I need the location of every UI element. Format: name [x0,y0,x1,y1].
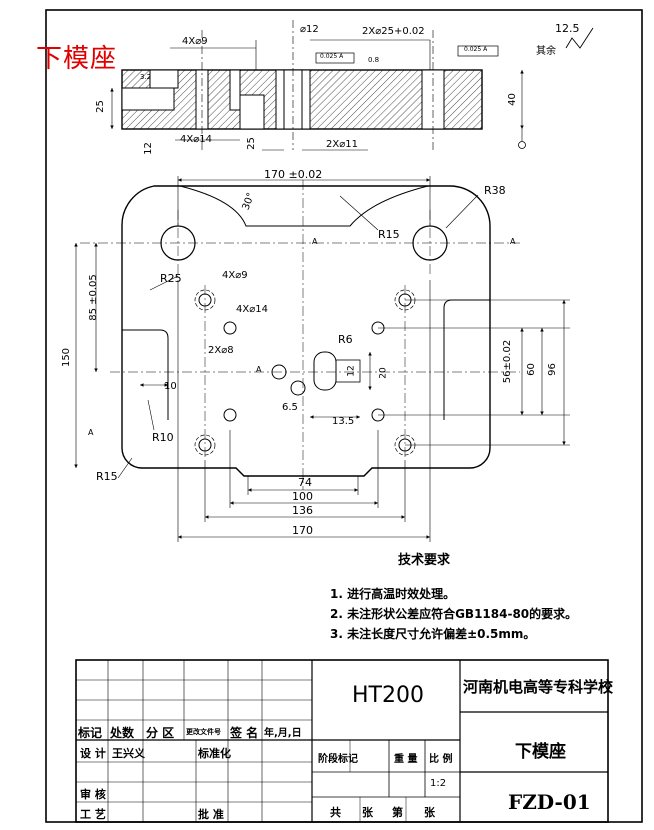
label-2x11: 2X⌀11 [326,139,358,150]
material: HT200 [352,683,424,708]
section-view [110,20,594,151]
cell-standardize: 标准化 [198,747,231,760]
radius-r10: R10 [152,431,174,444]
cell-design: 设 计 [80,747,106,760]
cell-designer: 王兴义 [112,747,145,760]
part-name: 下模座 [515,742,566,762]
title-block-grid [75,659,609,823]
dim-96: 96 [546,363,558,376]
requirement-2: 2. 未注形状公差应符合GB1184-80的要求。 [330,607,578,621]
datum-a-4: A [88,428,94,437]
label-dim-12: 12 [142,142,154,155]
roughness-08: 0.8 [368,56,380,64]
dim-6-5: 6.5 [282,402,298,413]
cell-signature: 签 名 [230,726,259,740]
cell-mark: 标记 [78,726,103,740]
label-2x25: 2X⌀25+0.02 [362,26,425,37]
cell-sheet: 张 [424,806,435,819]
dim-74: 74 [298,476,312,489]
requirement-1: 1. 进行高温时效处理。 [330,587,456,601]
dim-20: 20 [378,367,389,379]
dim-136: 136 [292,504,313,517]
dim-12-plan: 12 [346,365,357,377]
label-4x14-plan: 4X⌀14 [236,304,268,315]
label-dim-40: 40 [506,93,518,106]
roughness-note: 其余 [536,46,556,57]
cell-stage-mark: 阶段标记 [318,754,358,765]
requirements-title: 技术要求 [398,553,451,568]
tolerance-frame-2: 0.025 A [464,46,488,53]
cell-sheets: 张 [362,806,373,819]
dim-100: 100 [292,490,313,503]
label-dim-25: 25 [94,100,106,113]
cell-zone: 分 区 [146,726,175,740]
radius-r25: R25 [160,272,182,285]
cell-total: 共 [330,806,341,819]
label-2x8: 2X⌀8 [208,345,234,356]
label-4x14-bottom: 4X⌀14 [180,134,212,145]
radius-r15-top: R15 [378,228,400,241]
dim-10: 10 [164,381,177,392]
dim-13-5: 13.5 [332,416,355,427]
tolerance-frame-1: 0.025 A [320,53,344,60]
radius-r15-bottom: R15 [96,470,118,483]
datum-a-2: A [510,237,516,246]
plan-view [74,176,570,542]
scale-value: 1:2 [430,778,447,789]
cell-change-doc: 更改文件号 [186,728,221,736]
dim-60: 60 [525,363,537,376]
label-4x9-top: 4X⌀9 [182,36,208,47]
cell-review: 审 核 [80,788,106,801]
radius-r6: R6 [338,333,353,346]
label-4x9-plan: 4X⌀9 [222,270,248,281]
dim-170-top: 170 ±0.02 [264,168,323,181]
dim-170-bottom: 170 [292,524,313,537]
roughness-32: 3.2 [140,73,152,81]
school-name: 河南机电高等专科学校 [463,678,614,696]
dim-85: 85 ±0.05 [87,274,99,321]
cell-process: 工 艺 [80,808,106,821]
drawing-title-red: 下模座 [36,44,118,74]
dim-56: 56±0.02 [502,339,514,384]
datum-a-3: A [256,365,262,374]
dim-150: 150 [61,347,73,368]
cell-date: 年,月,日 [264,728,302,739]
roughness-value: 12.5 [555,22,580,35]
cell-sheet-no: 第 [392,806,403,819]
cell-approve: 批 准 [198,808,224,821]
cell-ratio: 比 例 [429,754,453,765]
label-dim-25b: 25 [245,137,257,150]
requirement-3: 3. 未注长度尺寸允许偏差±0.5mm。 [330,627,536,641]
label-d12: ⌀12 [300,24,319,35]
cell-weight: 重 量 [394,754,418,765]
drawing-number: FZD-01 [508,790,591,814]
radius-r38: R38 [484,184,506,197]
cell-count: 处数 [110,726,135,740]
datum-a-1: A [312,237,318,246]
